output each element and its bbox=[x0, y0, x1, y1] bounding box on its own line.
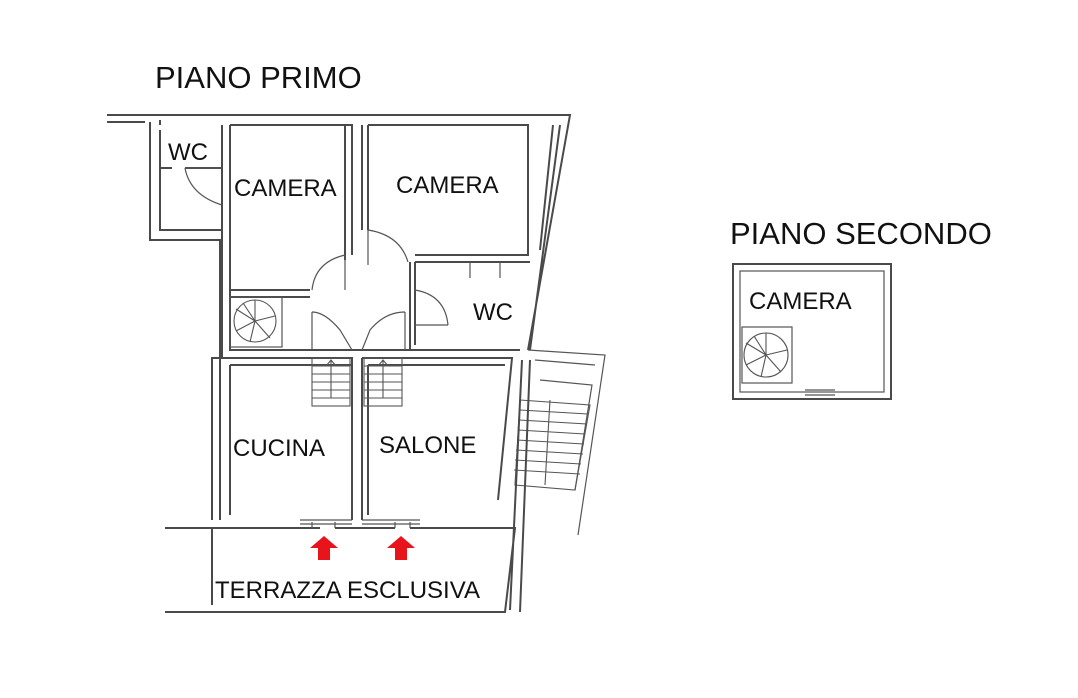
entrance-arrow-icon bbox=[310, 536, 338, 560]
room-label-camera-second: CAMERA bbox=[749, 288, 852, 315]
spiral-staircase-icon bbox=[741, 326, 793, 384]
second-floor-title: PIANO SECONDO bbox=[730, 216, 992, 251]
door-camera-right bbox=[367, 229, 409, 265]
window bbox=[805, 389, 835, 396]
partition-camera-left bbox=[230, 124, 353, 298]
terrace-thresholds bbox=[300, 519, 420, 528]
partition-cucina bbox=[220, 357, 353, 520]
door-camera-left bbox=[311, 254, 346, 291]
room-label-wc-right: WC bbox=[473, 299, 513, 326]
room-label-terrazza: TERRAZZA ESCLUSIVA bbox=[215, 577, 480, 604]
outer-wall bbox=[732, 263, 892, 400]
door-wc-right bbox=[414, 289, 449, 326]
door-corridor-right bbox=[361, 311, 406, 351]
outer-wall bbox=[107, 114, 572, 520]
spiral-staircase-icon bbox=[229, 296, 283, 348]
terrace-wall bbox=[165, 359, 531, 613]
inner-wall bbox=[739, 270, 885, 393]
second-floor-plan: PIANO SECONDO CAMERA bbox=[730, 216, 992, 400]
room-label-cucina: CUCINA bbox=[233, 435, 325, 462]
first-floor-title: PIANO PRIMO bbox=[155, 60, 362, 95]
outer-wall-west bbox=[211, 125, 520, 520]
room-label-wc-left: WC bbox=[168, 139, 208, 166]
first-floor-plan: PIANO PRIMO WC CAMERA CAMERA WC CUCINA S… bbox=[107, 60, 606, 613]
entrance-arrow-icon bbox=[387, 536, 415, 560]
door-wc-left bbox=[184, 167, 223, 206]
staircase-icon bbox=[311, 357, 403, 407]
room-label-camera-right: CAMERA bbox=[396, 172, 499, 199]
door-corridor-left bbox=[311, 311, 353, 351]
room-label-salone: SALONE bbox=[379, 432, 476, 459]
partition-salone bbox=[361, 357, 514, 520]
partition-wc-right bbox=[469, 262, 501, 278]
room-label-camera-left: CAMERA bbox=[234, 175, 337, 202]
partition-camera-right bbox=[361, 124, 530, 350]
